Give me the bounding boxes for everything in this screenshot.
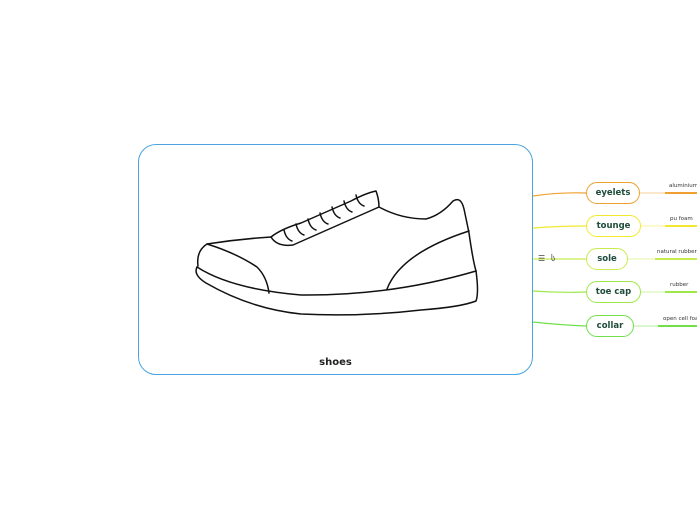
topic-label: tounge: [596, 221, 631, 231]
notes-icon[interactable]: ☰: [538, 254, 546, 263]
topic-toe-cap[interactable]: toe cap: [586, 281, 641, 303]
topic-eyelets[interactable]: eyelets: [586, 182, 640, 204]
subtopic-pu-foam[interactable]: pu foam: [670, 216, 693, 222]
topic-label: eyelets: [595, 188, 631, 198]
link-icon[interactable]: ს: [551, 254, 556, 263]
subtopic-open-cell-foam[interactable]: open cell foam: [663, 316, 697, 322]
topic-label: toe cap: [595, 287, 632, 297]
topic-label: sole: [597, 254, 617, 264]
sneaker-image: [195, 190, 479, 316]
topic-tounge[interactable]: tounge: [586, 215, 641, 237]
topic-label: collar: [596, 321, 624, 331]
subtopic-aluminium[interactable]: aluminium: [669, 183, 697, 189]
subtopic-natural-rubber[interactable]: natural rubber: [657, 249, 697, 255]
central-topic-title: shoes: [319, 357, 352, 368]
central-topic[interactable]: shoes: [138, 144, 533, 375]
topic-sole[interactable]: sole: [586, 248, 628, 270]
topic-collar[interactable]: collar: [586, 315, 634, 337]
subtopic-rubber[interactable]: rubber: [670, 282, 689, 288]
